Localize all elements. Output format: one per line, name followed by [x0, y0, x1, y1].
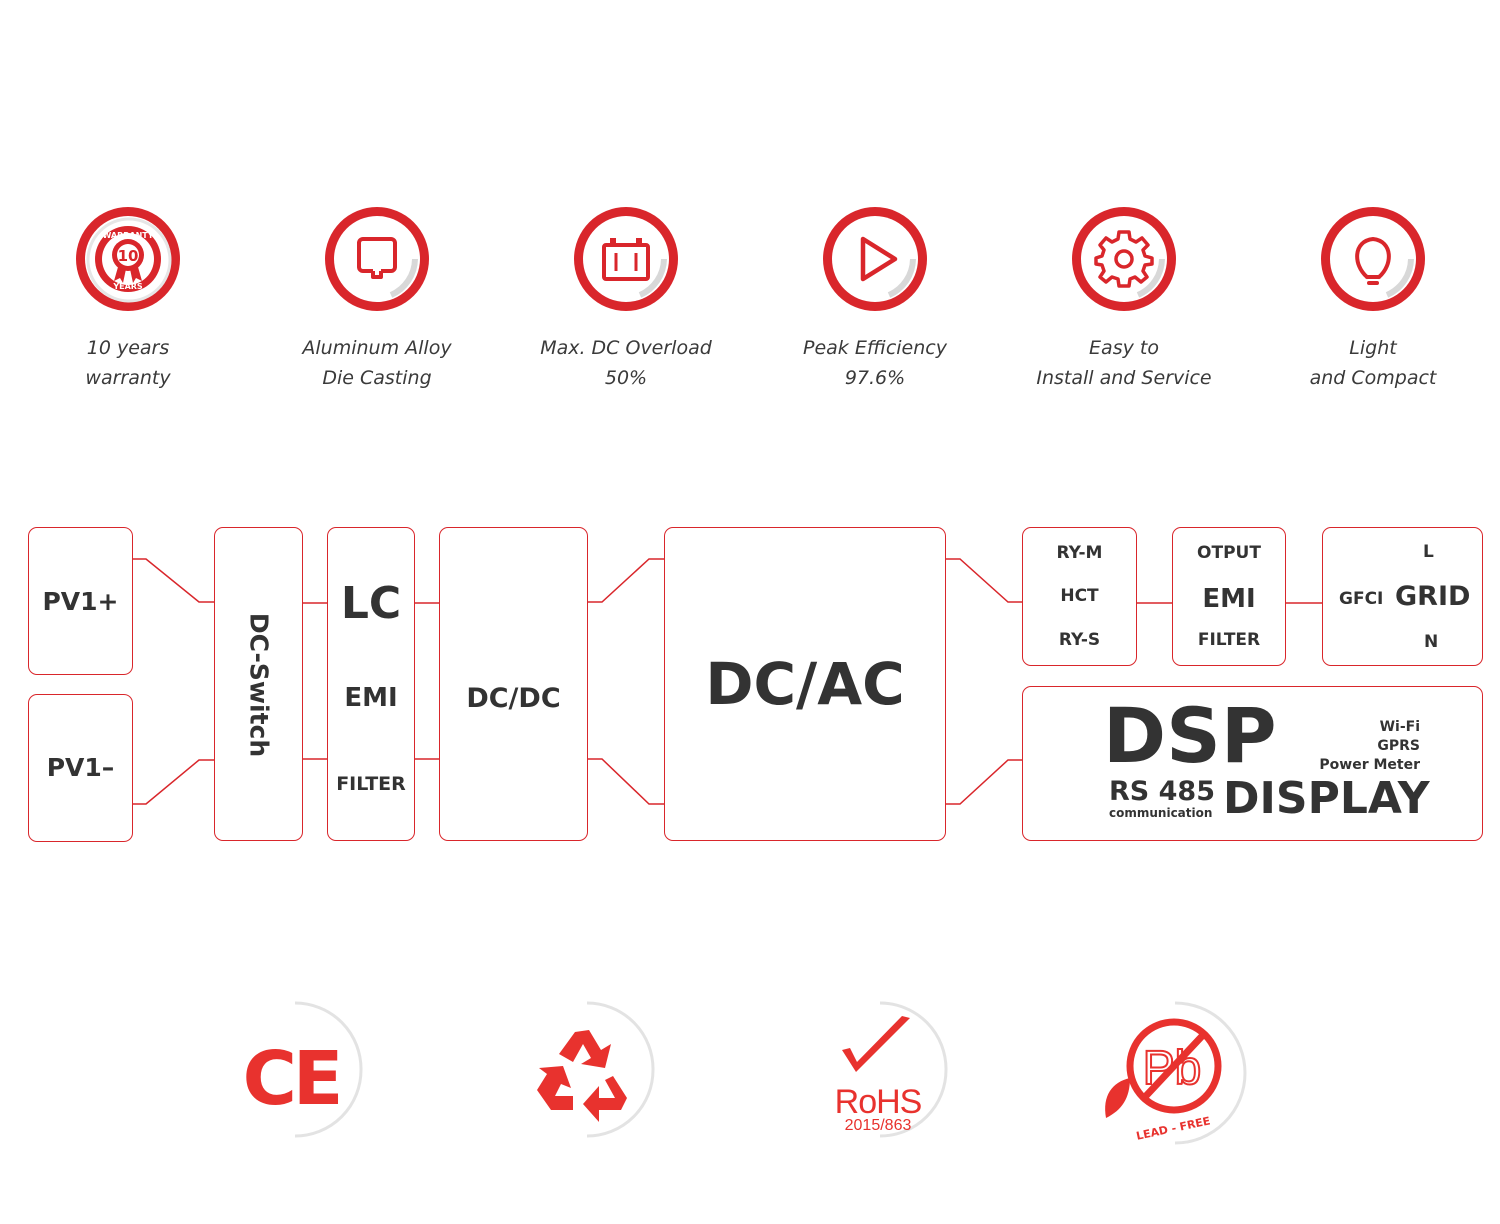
- badge-bottom-text: YEARS: [112, 282, 143, 291]
- pv-plus-label: PV1+: [42, 587, 119, 616]
- lc-label: LC: [340, 578, 402, 629]
- ce-badge: CE: [225, 1000, 365, 1140]
- badge-number: 10: [118, 247, 139, 265]
- leaf-icon: [1105, 1078, 1130, 1118]
- dcac-label: DC/AC: [705, 650, 905, 718]
- feature-label: Aluminum Alloy Die Casting: [257, 333, 497, 393]
- feature-line2: Install and Service: [1036, 367, 1212, 389]
- otput-label: OTPUT: [1197, 543, 1261, 563]
- display-label: DISPLAY: [1223, 773, 1430, 824]
- feature-label: Peak Efficiency 97.6%: [755, 333, 995, 393]
- dcdc-label: DC/DC: [466, 683, 561, 714]
- feature-line2: Die Casting: [322, 367, 432, 389]
- feature-efficiency: Peak Efficiency 97.6%: [755, 205, 995, 393]
- feature-line1: Max. DC Overload: [540, 337, 712, 359]
- feature-label: 10 years warranty: [8, 333, 248, 393]
- feature-line1: Aluminum Alloy: [302, 337, 452, 359]
- feature-warranty: 10 WARRANTY YEARS 10 years warranty: [8, 205, 248, 393]
- pb-symbol: Pb: [1143, 1042, 1202, 1095]
- dc-switch-label: DC-Switch: [244, 612, 274, 758]
- pv-plus-block: PV1+: [28, 527, 133, 675]
- feature-line2: and Compact: [1309, 367, 1437, 389]
- lc-emi-block: LC EMI FILTER: [327, 527, 415, 841]
- casting-icon: [323, 205, 431, 313]
- lc-emi-label: EMI: [344, 683, 398, 713]
- warranty-badge-icon: 10 WARRANTY YEARS: [74, 205, 182, 313]
- rohs-code: 2015/863: [845, 1117, 912, 1134]
- rs485-label: RS 485: [1109, 776, 1215, 807]
- feature-line2: 50%: [604, 367, 648, 389]
- feature-line1: Peak Efficiency: [803, 337, 947, 359]
- communication-label: communication: [1109, 806, 1213, 820]
- feature-compact: Light and Compact: [1253, 205, 1493, 393]
- connector-lines: [133, 558, 1322, 805]
- badge-top-text: WARRANTY: [102, 231, 153, 240]
- feature-overload: Max. DC Overload 50%: [506, 205, 746, 393]
- grid-n-label: N: [1424, 632, 1439, 652]
- power-meter-label: Power Meter: [1319, 757, 1420, 773]
- dcac-block: DC/AC: [664, 527, 946, 841]
- relay-block: RY-M HCT RY-S: [1022, 527, 1137, 666]
- pv-minus-label: PV1–: [46, 753, 115, 782]
- lc-filter-label: FILTER: [336, 773, 406, 795]
- grid-l-label: L: [1423, 542, 1434, 562]
- block-diagram: PV1+ PV1– DC-Switch LC EMI FILTER DC/DC …: [0, 520, 1500, 850]
- wifi-label: Wi-Fi: [1379, 719, 1420, 735]
- feature-install: Easy to Install and Service: [1004, 205, 1244, 393]
- play-icon: [821, 205, 929, 313]
- rohs-label: RoHS: [835, 1083, 922, 1121]
- feature-line1: Easy to: [1089, 337, 1159, 359]
- feature-label: Easy to Install and Service: [1004, 333, 1244, 393]
- out-filter-label: FILTER: [1197, 630, 1261, 650]
- output-emi-block: OTPUT EMI FILTER: [1172, 527, 1286, 666]
- grid-block: L GFCI GRID N: [1322, 527, 1483, 666]
- dsp-label: DSP: [1103, 691, 1277, 780]
- dcdc-block: DC/DC: [439, 527, 588, 841]
- ce-mark: CE: [243, 1036, 340, 1122]
- grid-label: GRID: [1395, 581, 1471, 612]
- out-emi-label: EMI: [1202, 584, 1256, 614]
- ry-m-label: RY-M: [1056, 543, 1103, 563]
- dc-switch-block: DC-Switch: [214, 527, 303, 841]
- bulb-icon: [1319, 205, 1427, 313]
- feature-line2: warranty: [85, 367, 171, 389]
- hct-label: HCT: [1060, 586, 1099, 606]
- gfci-label: GFCI: [1339, 589, 1384, 609]
- recycle-badge: [517, 1000, 657, 1140]
- feature-line2: 97.6%: [844, 367, 906, 389]
- gear-icon: [1070, 205, 1178, 313]
- ry-s-label: RY-S: [1058, 630, 1101, 650]
- lead-free-badge: Pb LEAD - FREE: [1100, 1000, 1247, 1145]
- check-icon: [842, 1016, 910, 1072]
- feature-label: Max. DC Overload 50%: [506, 333, 746, 393]
- gprs-label: GPRS: [1377, 738, 1420, 754]
- recycle-icon: [537, 1001, 655, 1138]
- feature-line1: 10 years: [86, 337, 170, 359]
- feature-label: Light and Compact: [1253, 333, 1493, 393]
- dsp-block: DSP Wi-Fi GPRS Power Meter RS 485 commun…: [1022, 686, 1483, 841]
- feature-casting: Aluminum Alloy Die Casting: [257, 205, 497, 393]
- rohs-badge: RoHS 2015/863: [810, 1000, 950, 1140]
- feature-line1: Light: [1349, 337, 1397, 359]
- battery-icon: [572, 205, 680, 313]
- pv-minus-block: PV1–: [28, 694, 133, 842]
